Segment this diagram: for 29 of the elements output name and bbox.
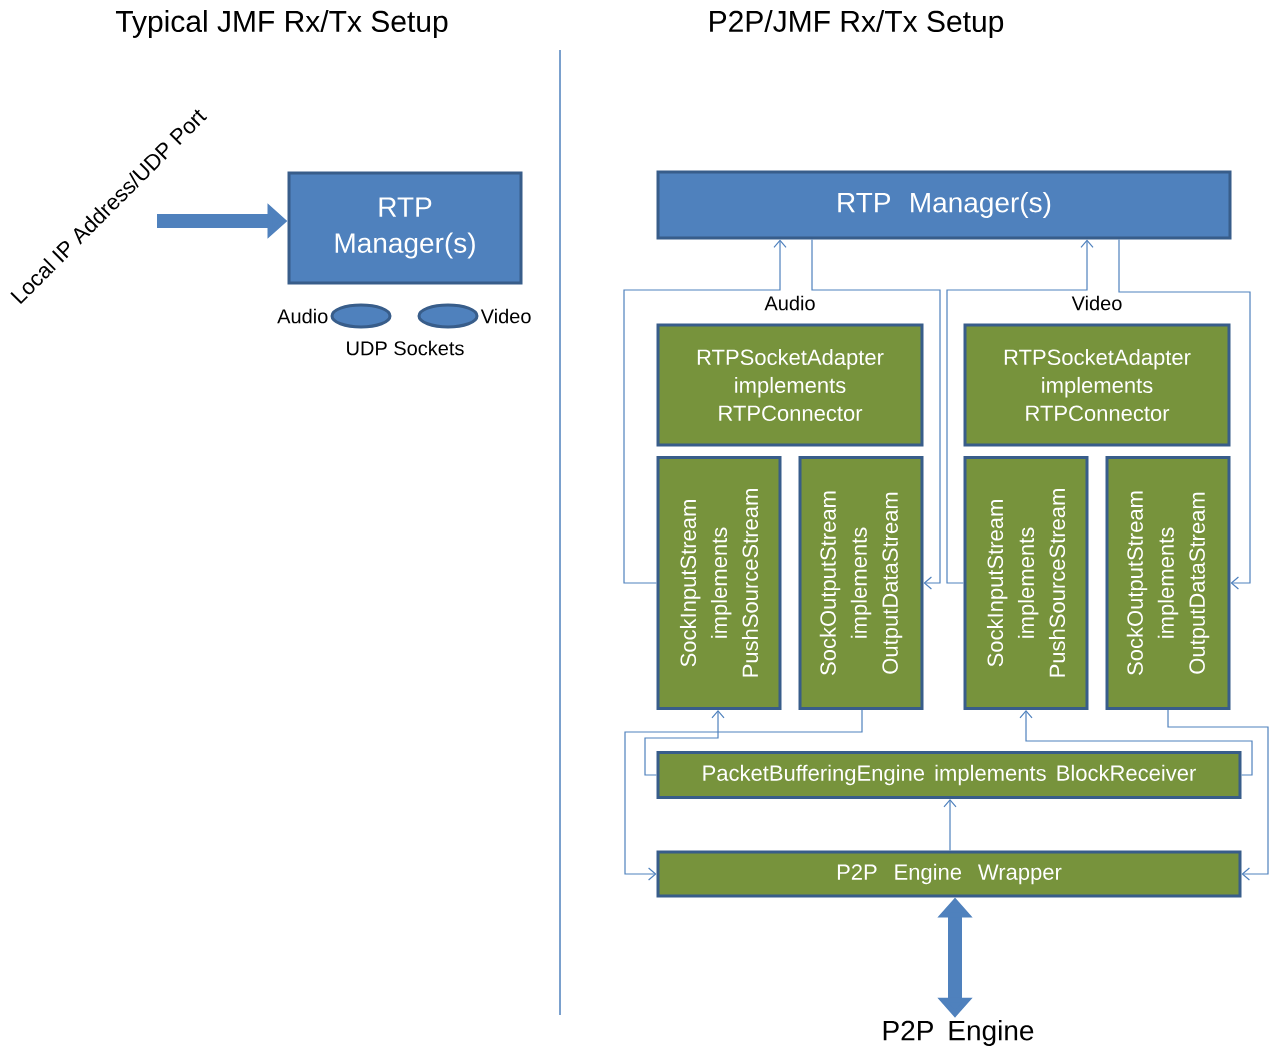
component-box: RTPSocketAdapter implements RTPConnector <box>656 323 924 447</box>
connector-arrow <box>811 238 941 590</box>
connector-arrow <box>624 709 863 881</box>
heading: Typical JMF Rx/Tx Setup <box>115 10 448 38</box>
connector-arrow <box>946 239 1094 584</box>
connector-arrow <box>1167 709 1269 881</box>
stream-box: SockOutputStream implements OutputDataStream <box>1105 456 1231 710</box>
connector-arrow <box>1118 238 1251 590</box>
stream-box: SockInputStream implements PushSourceStream <box>963 456 1089 710</box>
socket-ellipse <box>417 303 479 329</box>
caption: UDP Sockets <box>347 340 464 356</box>
channel-label: Video <box>1071 295 1122 311</box>
channel-label: Audio <box>764 295 815 311</box>
manager-box: RTP Manager(s) <box>656 170 1232 240</box>
stream-box: SockOutputStream implements OutputDataStream <box>798 456 924 710</box>
component-box: P2P Engine Wrapper <box>656 850 1242 898</box>
stream-box: SockInputStream implements PushSourceStream <box>656 456 782 710</box>
component-box: RTPSocketAdapter implements RTPConnector <box>963 323 1231 447</box>
socket-ellipse <box>330 303 392 329</box>
connector-arrow <box>943 799 957 852</box>
connector-arrow <box>1019 710 1253 776</box>
connector-arrow <box>623 239 787 584</box>
manager-box: RTP Manager(s) <box>287 171 523 285</box>
connector-arrow <box>644 710 725 776</box>
heading: P2P/JMF Rx/Tx Setup <box>710 10 1004 38</box>
component-box: PacketBufferingEngine implements BlockReceiver <box>656 751 1242 799</box>
engine-label: P2P Engine <box>883 1019 1034 1047</box>
socket-label: Audio <box>277 308 328 324</box>
socket-label: Video <box>480 308 531 324</box>
